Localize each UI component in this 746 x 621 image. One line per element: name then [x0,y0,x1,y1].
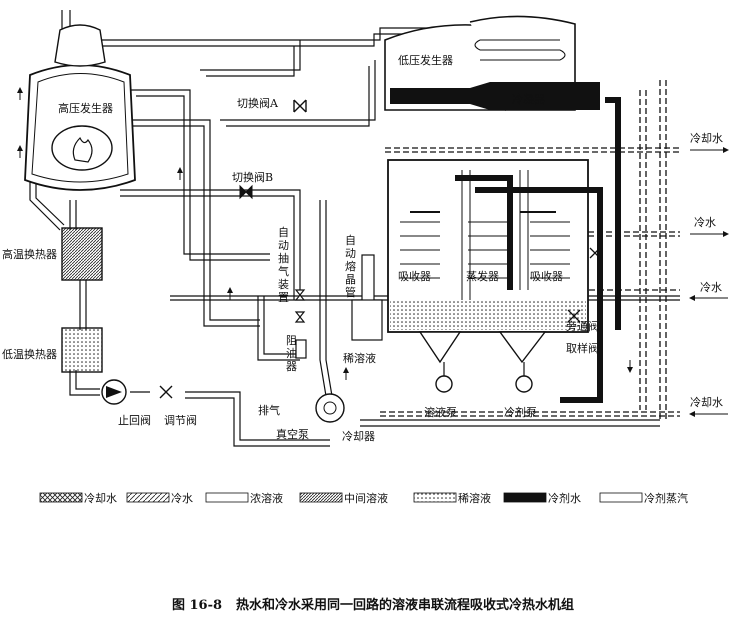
label-chilled-water-in: 冷水 [700,281,722,294]
figure-number: 图 16-8 [171,598,223,613]
label-switch-valve-b: 切换阀B [232,170,273,184]
solution-pump-icon [435,375,453,393]
legend-label: 冷剂蒸汽 [644,491,688,505]
legend-item: 冷剂水 [503,491,581,505]
high-temp-exchanger-body [61,227,103,281]
switch-valve-b-icon [239,184,253,200]
legend-label: 浓溶液 [250,491,283,505]
label-high-temp-exchanger: 高温换热器 [2,247,57,261]
figure-title: 热水和冷水采用同一回路的溶液串联流程吸收式冷热水机组 [236,598,575,613]
condenser-unit [384,15,600,111]
legend: 冷却水 冷水 浓溶液 中间溶液 稀溶液 冷剂水 冷剂蒸汽 [39,491,688,505]
label-high-pressure-generator: 高压发生器 [58,101,113,115]
regulating-valve-icon [159,385,173,399]
label-refrigerant-pump: 冷剂泵 [504,405,537,419]
label-condenser: 冷凝器 [512,92,545,106]
label-auto-purge: 自动抽气装置 [278,226,289,304]
legend-label: 冷剂水 [548,491,581,505]
label-bypass-valve: 旁通阀 [566,319,599,333]
high-pressure-generator [24,24,136,191]
legend-label: 冷却水 [84,492,117,505]
label-absorber-right: 吸收器 [530,269,563,283]
legend-item: 中间溶液 [299,491,388,505]
label-switch-valve-a: 切换阀A [237,96,279,110]
label-cooler: 冷却器 [342,430,375,443]
vacuum-pump-icon [315,393,345,423]
label-auto-decrystallizer: 自动熔晶管 [345,234,356,299]
switch-valve-a-icon [293,99,307,113]
low-temp-exchanger-body [61,327,103,373]
label-chilled-water-out: 冷水 [694,216,716,229]
label-solution-pump: 溶液泵 [424,405,457,419]
legend-item: 冷剂蒸汽 [599,491,688,505]
label-evaporator: 蒸发器 [466,269,499,283]
legend-label: 稀溶液 [458,491,491,505]
legend-item: 冷却水 [39,492,117,505]
label-sampling-valve: 取样阀 [566,341,599,355]
label-exhaust: 排气 [258,403,280,417]
legend-label: 中间溶液 [344,491,388,505]
legend-label: 冷水 [171,492,193,505]
label-absorber-left: 吸收器 [398,269,431,283]
label-low-pressure-generator: 低压发生器 [398,53,453,67]
legend-item: 稀溶液 [413,491,491,505]
legend-item: 浓溶液 [205,491,283,505]
label-check-valve: 止回阀 [118,413,151,427]
label-regulating-valve: 调节阀 [164,413,197,427]
label-cooling-water-in: 冷却水 [690,396,723,409]
label-low-temp-exchanger: 低温换热器 [2,347,57,361]
absorber-evaporator-block [387,159,603,403]
figure-caption: 图 16-8 热水和冷水采用同一回路的溶液串联流程吸收式冷热水机组 [0,594,746,613]
label-dilute-solution: 稀溶液 [343,351,376,365]
refrigerant-pump-icon [515,375,533,393]
label-cooling-water-out: 冷却水 [690,132,723,145]
legend-item: 冷水 [126,492,193,505]
label-vacuum-pump: 真空泵 [276,427,309,441]
label-oil-trap: 阻油器 [286,334,297,373]
